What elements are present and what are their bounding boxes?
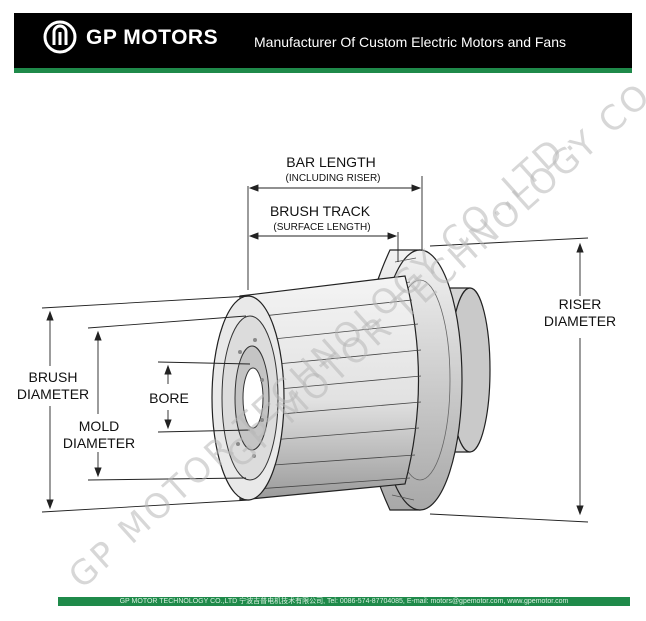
riser-diameter-label-1: RISER (559, 296, 602, 312)
riser-diameter-label-2: DIAMETER (544, 313, 616, 329)
mold-diameter-label-2: DIAMETER (63, 435, 135, 451)
dimension-lines (41, 176, 589, 523)
header-banner: GP MOTORS Manufacturer Of Custom Electri… (14, 13, 632, 73)
brush-diameter-label-1: BRUSH (28, 369, 77, 385)
bore-label: BORE (149, 390, 189, 406)
bar-length-sublabel: (INCLUDING RISER) (285, 173, 380, 184)
tagline: Manufacturer Of Custom Electric Motors a… (254, 34, 566, 50)
bar-length-label: BAR LENGTH (286, 154, 375, 170)
commutator-body (211, 275, 422, 501)
brush-diameter-label-2: DIAMETER (17, 386, 89, 402)
header-accent-bar (14, 68, 632, 73)
footer-bar: GP MOTOR TECHNOLOGY CO.,LTD 宁波吉普电机技术有限公司… (58, 597, 630, 606)
footer-contact: GP MOTOR TECHNOLOGY CO.,LTD 宁波吉普电机技术有限公司… (119, 598, 569, 605)
mold-diameter-label-1: MOLD (79, 418, 119, 434)
brand-name: GP MOTORS (86, 26, 219, 49)
gp-logo-icon (43, 20, 77, 54)
brush-track-sublabel: (SURFACE LENGTH) (273, 222, 370, 233)
brush-track-label: BRUSH TRACK (270, 203, 371, 219)
